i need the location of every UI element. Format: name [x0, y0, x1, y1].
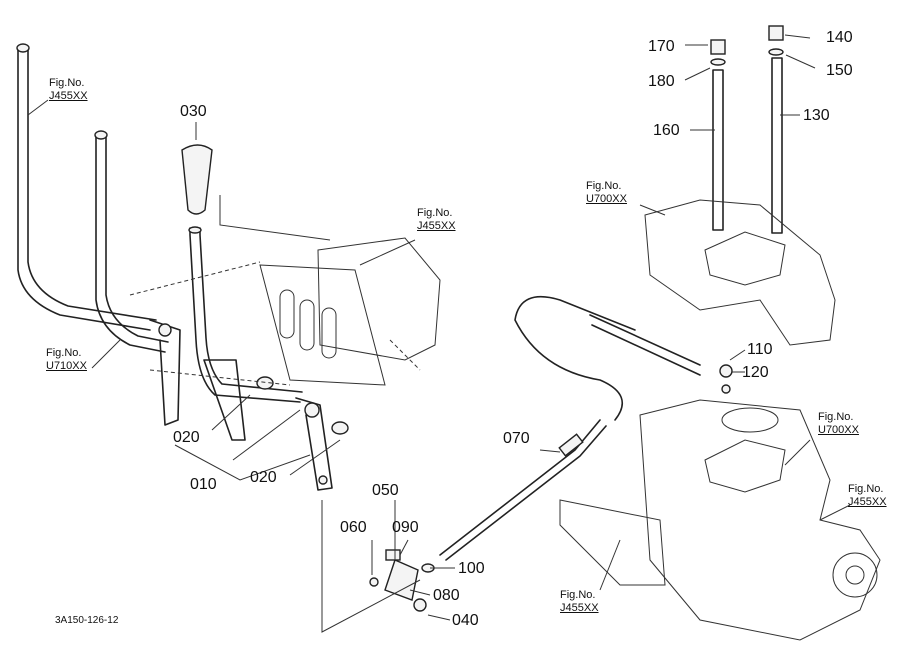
part-label-160: 160: [653, 122, 680, 139]
part-label-050: 050: [372, 482, 399, 499]
diagram-code: 3A150-126-12: [55, 615, 119, 626]
fig-ref-u710: Fig.No.U710XX: [46, 347, 87, 372]
guide-plate: [129, 195, 441, 386]
part-label-040: 040: [452, 612, 479, 629]
part-label-070: 070: [503, 430, 530, 447]
part-label-170: 170: [648, 38, 675, 55]
clevis-parts: [369, 549, 435, 612]
control-cable: [439, 296, 733, 561]
reference-levers: [16, 43, 181, 426]
fig-ref-j455-bracket: Fig.No.J455XX: [417, 207, 456, 232]
fig-ref-j455-right: Fig.No.J455XX: [848, 483, 887, 508]
transmission-housing: [559, 199, 881, 641]
part-label-010: 010: [190, 476, 217, 493]
part-label-090: 090: [392, 519, 419, 536]
part-label-180: 180: [648, 73, 675, 90]
fig-ref-j455-bottom: Fig.No.J455XX: [560, 589, 599, 614]
part-label-100: 100: [458, 560, 485, 577]
part-label-060: 060: [340, 519, 367, 536]
part-label-020-right: 020: [250, 469, 277, 486]
part-label-030: 030: [180, 103, 207, 120]
part-label-080: 080: [433, 587, 460, 604]
bolts: [710, 25, 784, 234]
part-label-150: 150: [826, 62, 853, 79]
fig-ref-u700-upper: Fig.No.U700XX: [586, 180, 627, 205]
part-label-110: 110: [747, 341, 773, 358]
fig-ref-j455-top-left: Fig.No.J455XX: [49, 77, 88, 102]
fig-ref-u700-lower: Fig.No.U700XX: [818, 411, 859, 436]
part-label-130: 130: [803, 107, 830, 124]
part-label-120: 120: [742, 364, 769, 381]
part-label-020-left: 020: [173, 429, 200, 446]
shift-lever-assembly: [181, 144, 349, 491]
part-label-140: 140: [826, 29, 853, 46]
leader-lines: [27, 34, 851, 633]
